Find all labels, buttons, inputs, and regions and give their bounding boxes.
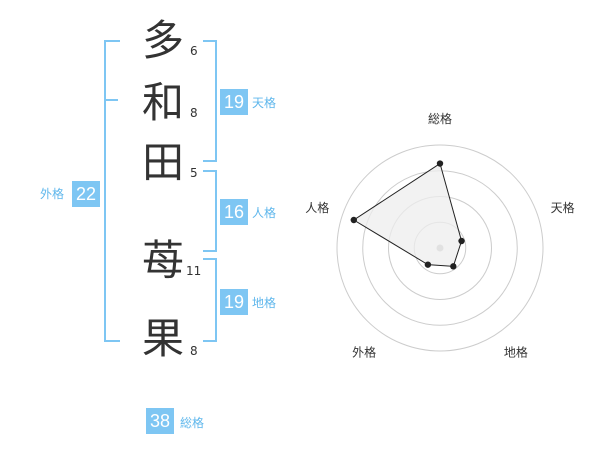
stroke-count-4: 11 [186,264,202,278]
soukaku-label: 総格 [180,416,205,430]
radar-axis-label-5: 人格 [305,200,329,215]
name-char-1: 多 [142,16,185,65]
radar-point-4 [424,261,432,268]
radar-polygon [352,162,463,267]
stroke-count-1: 6 [190,44,198,58]
jinkaku-label: 人格 [252,206,277,220]
stroke-count-5: 8 [190,344,198,358]
name-char-3: 田 [142,138,185,187]
radar-point-3 [450,263,457,270]
radar-axis-label-3: 地格 [504,344,528,359]
jinkaku-bracket [203,170,217,252]
chikaku-bracket [203,258,217,342]
radar-axis-label-1: 総格 [428,111,452,126]
stroke-count-2: 8 [190,106,198,120]
gaikaku-badge: 22 [72,181,100,207]
radar-axis-label-4: 外格 [352,344,376,359]
radar-ring-4 [336,144,544,352]
tenkaku-bracket [203,40,217,162]
tenkaku-label: 天格 [252,96,277,110]
name-char-5: 果 [142,314,185,363]
gaikaku-bracket [104,40,120,342]
radar-point-2 [458,237,465,245]
tenkaku-badge: 19 [220,89,248,115]
radar-point-1 [436,160,444,167]
chikaku-label: 地格 [252,296,277,310]
radar-point-5 [350,216,357,224]
soukaku-badge: 38 [146,408,174,434]
radar-axis-label-2: 天格 [551,200,575,215]
gaikaku-label: 外格 [40,187,65,201]
stroke-count-3: 5 [190,166,198,180]
name-char-4: 苺 [142,236,185,285]
gaikaku-bracket-tick [104,99,118,101]
chikaku-badge: 19 [220,289,248,315]
name-char-2: 和 [142,78,185,127]
jinkaku-badge: 16 [220,199,248,225]
